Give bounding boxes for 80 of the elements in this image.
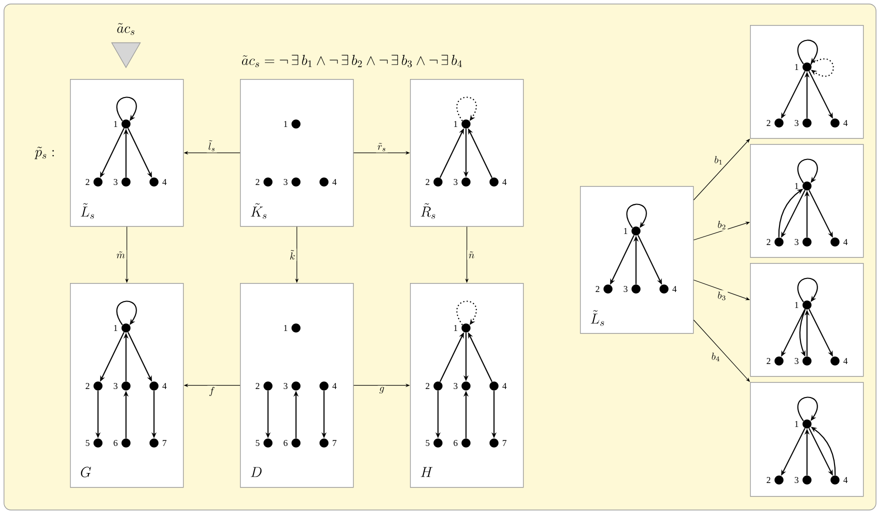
vertex-number: 4 xyxy=(843,239,848,245)
vertex-number: 1 xyxy=(795,302,798,308)
node-label: $\tilde{a}c_s$ xyxy=(117,23,134,35)
arrow xyxy=(693,320,750,382)
vertex-number: 7 xyxy=(332,440,336,446)
arrow xyxy=(693,222,750,240)
graph-panel xyxy=(750,382,864,497)
vertex-number: 4 xyxy=(502,383,507,389)
edge-label: $\tilde{n}$ xyxy=(467,250,476,260)
loop-arrow xyxy=(456,300,477,326)
vertex-number: 2 xyxy=(426,179,430,185)
vertex-number: 1 xyxy=(795,64,798,70)
vertex-number: 4 xyxy=(332,383,337,389)
vertex-number: 2 xyxy=(256,179,260,185)
vertex-number: 6 xyxy=(454,440,458,446)
vertex-number: 6 xyxy=(284,440,288,446)
loop-arrow xyxy=(797,396,818,422)
vertex-number: 3 xyxy=(794,120,798,126)
vertex-number: 4 xyxy=(332,179,337,185)
vertex-number: 3 xyxy=(794,238,798,246)
vertex-number: 4 xyxy=(502,179,507,185)
loop-arrow xyxy=(116,96,137,122)
vertex-number: 2 xyxy=(766,477,770,483)
graph-panel xyxy=(750,263,864,377)
vertex-number: 3 xyxy=(454,178,458,186)
vertex-number: 2 xyxy=(86,179,90,185)
vertex-number: 2 xyxy=(766,120,770,126)
loop-arrow xyxy=(626,204,647,228)
arrow xyxy=(693,280,750,300)
vertex-number: 2 xyxy=(86,383,90,389)
vertex-number: 4 xyxy=(162,179,167,185)
loop-arrow xyxy=(116,300,137,326)
graph-panel xyxy=(750,25,864,139)
loop-arrow xyxy=(797,278,818,302)
vertex-number: 5 xyxy=(256,440,260,446)
vertex-number: 4 xyxy=(843,120,848,126)
edge-label: $b_3$ xyxy=(716,290,728,302)
vertex-number: 3 xyxy=(114,382,118,390)
formula-label: $\tilde{p}_s :$ xyxy=(34,146,54,160)
vertex-number: 1 xyxy=(795,183,798,189)
edge-label: $b_4$ xyxy=(710,351,722,363)
vertex-number: 4 xyxy=(672,286,677,292)
vertex-number: 3 xyxy=(284,382,288,390)
vertex-number: 5 xyxy=(426,440,430,446)
loop-arrow xyxy=(797,158,818,184)
edge-label: $\tilde{m}$ xyxy=(114,250,127,260)
vertex-number: 3 xyxy=(454,382,458,390)
vertex-number: 3 xyxy=(114,178,118,186)
vertex-number: 1 xyxy=(795,421,798,427)
vertex-number: 5 xyxy=(86,440,90,446)
vertex-number: 2 xyxy=(766,358,770,364)
vertex-number: 1 xyxy=(114,121,118,127)
vertex-number: 4 xyxy=(162,383,167,389)
formula-label: $\tilde{a}c_s = \neg\,\exists\, b_1 \wedge \neg\,\exists\, b_2 \wedge \neg\,\exists\, b_3 \wedge \neg\,\exists\, b_4$ xyxy=(242,54,462,68)
edge-label: $b_1$ xyxy=(712,154,724,166)
vertex-number: 3 xyxy=(284,178,288,186)
vertex-number: 1 xyxy=(624,228,628,234)
vertex-number: 3 xyxy=(794,358,798,364)
vertex-number: 3 xyxy=(794,476,798,484)
vertex-number: 7 xyxy=(502,440,506,446)
vertex-number: 1 xyxy=(454,121,458,127)
vertex-number: 4 xyxy=(843,477,848,483)
vertex-number: 7 xyxy=(162,440,166,446)
vertex-number: 1 xyxy=(454,325,458,331)
edge-label: $\tilde{l}_s$ xyxy=(206,138,217,153)
vertex-number: 1 xyxy=(284,325,288,331)
vertex-number: 2 xyxy=(426,383,430,389)
vertex-number: 1 xyxy=(114,325,118,331)
loop-arrow xyxy=(810,58,834,77)
vertex-number: 4 xyxy=(843,358,848,364)
vertex-number: 3 xyxy=(624,286,628,292)
vertex-number: 2 xyxy=(596,286,600,292)
vertex-number: 1 xyxy=(284,121,288,127)
edge-label: $\tilde{k}$ xyxy=(288,248,297,261)
loop-arrow xyxy=(797,40,818,64)
loop-arrow xyxy=(456,96,477,122)
graph-panel xyxy=(750,144,864,258)
vertex-number: 2 xyxy=(766,239,770,245)
vertex-number: 2 xyxy=(256,383,260,389)
vertex-number: 6 xyxy=(114,440,118,446)
